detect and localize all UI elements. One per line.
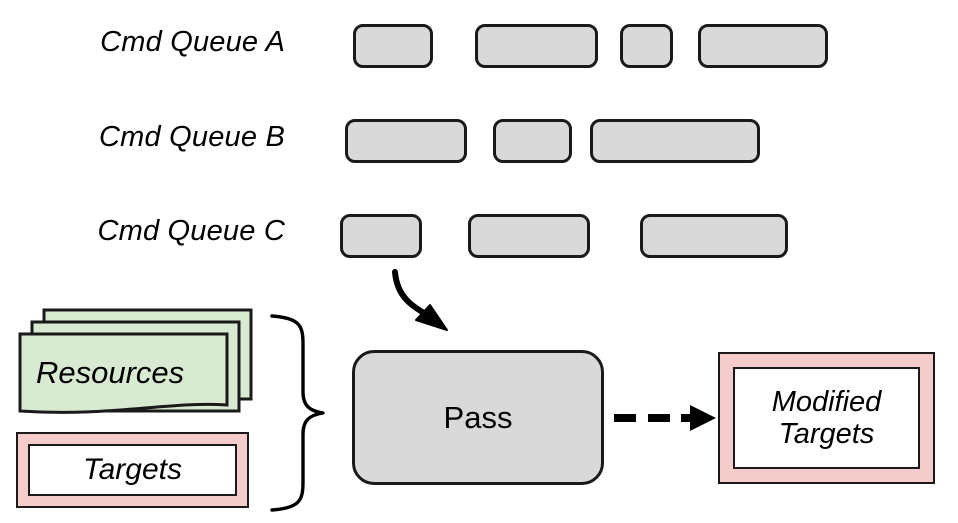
cmd-box-b-3[interactable]	[590, 119, 760, 163]
queue-label-a: Cmd Queue A	[100, 26, 285, 58]
pass-node[interactable]: Pass	[352, 350, 604, 485]
queue-label-b: Cmd Queue B	[99, 121, 285, 153]
cmd-box-b-1[interactable]	[345, 119, 467, 163]
targets-box[interactable]: Targets	[16, 432, 249, 508]
pass-label: Pass	[443, 399, 513, 435]
cmd-box-a-1[interactable]	[353, 24, 433, 68]
pass-to-modified-arrow-head	[690, 405, 716, 431]
cmd-box-c-1[interactable]	[340, 214, 422, 258]
modified-targets-box[interactable]: Modified Targets	[718, 352, 935, 484]
modified-targets-label-line1: Modified	[771, 385, 882, 418]
cmd-box-b-2[interactable]	[493, 119, 572, 163]
resource-sheet-front	[18, 332, 229, 414]
cmd-box-c-2[interactable]	[468, 214, 590, 258]
cmd-box-a-3[interactable]	[620, 24, 673, 68]
cmd-box-a-4[interactable]	[698, 24, 828, 68]
targets-label: Targets	[83, 453, 182, 486]
inputs-grouping-brace	[270, 314, 325, 512]
queue-to-pass-arrow-head	[415, 304, 448, 331]
resources-label: Resources	[36, 355, 185, 390]
cmd-box-c-3[interactable]	[640, 214, 788, 258]
modified-targets-label-line2: Targets	[778, 418, 875, 450]
targets-inner: Targets	[28, 444, 237, 496]
queue-label-c: Cmd Queue C	[97, 215, 285, 247]
cmd-box-a-2[interactable]	[475, 24, 598, 68]
modified-targets-inner: Modified Targets	[733, 367, 920, 469]
